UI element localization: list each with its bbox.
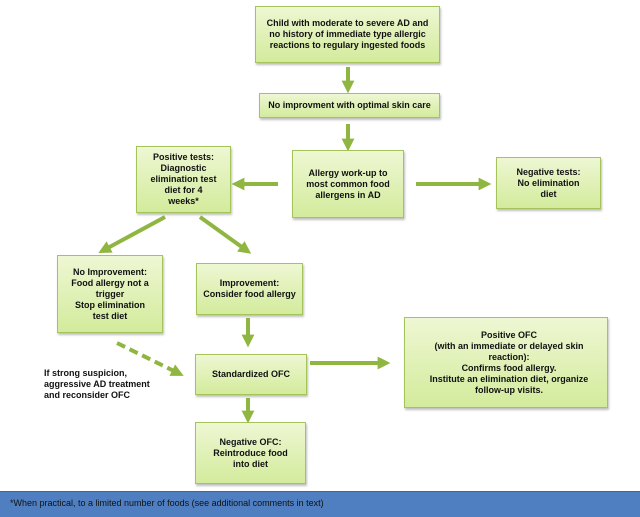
text-line: Negative tests: (516, 166, 581, 177)
text-line: no history of immediate type allergic (269, 29, 426, 39)
text-line: Stop elimination (74, 299, 145, 310)
text-line: Negative OFC: (219, 436, 282, 447)
text-line: Positive tests: (152, 152, 214, 162)
text-line: diet (540, 188, 557, 199)
text-line: aggressive AD treatment (44, 379, 150, 389)
footnote-text: *When practical, to a limited number of … (10, 498, 324, 508)
text-line: If strong suspicion, (44, 368, 128, 378)
text-line: Improvement: (219, 278, 280, 288)
text-line: elimination test (150, 174, 217, 184)
text-line: into diet (233, 458, 268, 469)
text-line: No elimination (517, 177, 580, 188)
text-line: reactions to regulary ingested foods (269, 40, 426, 50)
text-line: No improvment with optimal skin care (268, 100, 431, 110)
text-line: Positive OFC (480, 329, 537, 340)
arrow-positive-to-no-improvement (98, 215, 166, 254)
text-line: Consider food allergy (203, 289, 296, 299)
text-line: No Improvement: (72, 266, 147, 277)
no-improvement-skin-care-box: No improvment with optimal skin care (259, 93, 440, 118)
text-line: Food allergy not a (71, 277, 149, 288)
strong-suspicion-note: If strong suspicion,aggressive AD treatm… (44, 368, 174, 401)
text-line: reaction): (488, 351, 530, 362)
text-line: trigger (95, 288, 125, 299)
text-line: and reconsider OFC (44, 390, 131, 400)
text-line: most common food (306, 178, 390, 189)
text-line: Diagnostic (160, 163, 207, 173)
positive-ofc-box: Positive OFC(with an immediate or delaye… (404, 317, 608, 408)
arrow-positive-to-improvement (198, 215, 252, 254)
text-line: Institute an elimination diet, organize (429, 373, 589, 384)
text-line: weeks* (168, 196, 199, 206)
text-line: Standardized OFC (211, 369, 290, 379)
standardized-ofc-box: Standardized OFC (195, 354, 307, 395)
text-line: allergens in AD (315, 189, 381, 200)
text-line: follow-up visits. (474, 384, 543, 395)
arrow-dashed-no-improvement-to-ofc (116, 341, 184, 376)
text-line: test diet (92, 310, 128, 321)
text-line: Confirms food allergy. (461, 362, 557, 373)
text-line: Allergy work-up to (308, 167, 388, 178)
text-line: diet for 4 (164, 185, 203, 195)
improvement-box: Improvement:Consider food allergy (196, 263, 303, 315)
text-line: Reintroduce food (213, 447, 288, 458)
footnote-bar: *When practical, to a limited number of … (0, 491, 640, 517)
text-line: Child with moderate to severe AD and (266, 18, 429, 28)
text-line: (with an immediate or delayed skin (434, 340, 584, 351)
